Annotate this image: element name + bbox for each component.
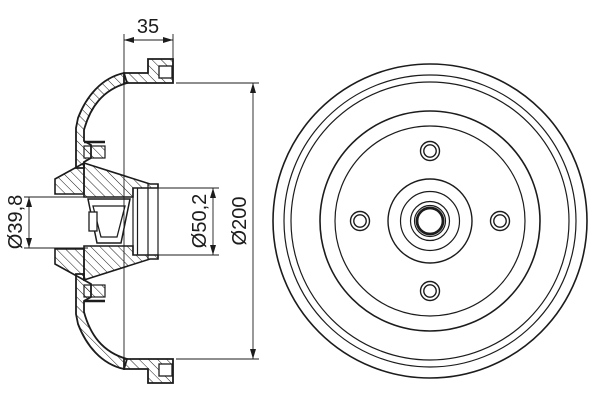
bolt-hole-outer <box>419 280 441 302</box>
front-view <box>272 63 588 379</box>
stud-boss-bottom <box>83 284 106 298</box>
dim-bearing-seat: Ø50,2 <box>158 187 219 256</box>
bolt-hole-inner <box>423 284 437 298</box>
section-view <box>54 34 174 384</box>
stud-boss-top <box>83 145 106 159</box>
backplate-section-top <box>75 71 129 169</box>
hub-body-top <box>83 161 159 198</box>
bolt-hole-outer <box>349 210 371 232</box>
drum-ring-3 <box>290 81 570 361</box>
dim-label-drum-inner: Ø200 <box>229 197 251 246</box>
bearing-cone-inner <box>92 205 126 238</box>
hub-sleeve-bottom <box>54 248 85 282</box>
bolt-hole-inner <box>353 214 367 228</box>
dim-label-rim-width: 35 <box>137 16 159 38</box>
hub-sleeve-top <box>54 161 85 195</box>
bearing-roller <box>88 211 98 232</box>
bolt-hole-inner <box>493 214 507 228</box>
dimensions: 35 Ø39,8 Ø50,2 Ø200 <box>5 16 259 360</box>
dim-rim-width: 35 <box>124 16 174 59</box>
hub-bore-thick-ring <box>415 206 445 236</box>
arrowhead-right <box>163 37 173 43</box>
arrowhead-down <box>210 245 216 255</box>
rim-notch-bottom <box>158 363 173 377</box>
hub-flange-circle <box>387 178 473 264</box>
backplate-section-bottom <box>75 273 129 371</box>
dim-hub-bore: Ø39,8 <box>5 195 88 249</box>
friction-surface-circle <box>334 125 526 317</box>
arrowhead-down <box>26 238 32 248</box>
dim-label-bearing-seat: Ø50,2 <box>189 194 211 248</box>
bolt-hole-outer <box>489 210 511 232</box>
drum-outer-circle <box>272 63 588 379</box>
bolt-hole-bottom <box>419 280 441 302</box>
arrowhead-up <box>26 197 32 207</box>
arrowhead-up <box>250 83 256 93</box>
arrowhead-left <box>124 37 134 43</box>
bolt-hole-left <box>349 210 371 232</box>
dim-label-hub-bore: Ø39,8 <box>5 195 27 249</box>
rim-notch-top <box>158 65 173 79</box>
hub-bore-outer <box>413 204 447 238</box>
arrowhead-down <box>250 349 256 359</box>
hub-body-bottom <box>83 245 159 282</box>
bolt-hole-right <box>489 210 511 232</box>
drum-inner-circle <box>319 110 541 332</box>
drum-ring-2 <box>283 74 577 368</box>
bolt-hole-outer <box>419 140 441 162</box>
hub-ring-2 <box>399 190 461 252</box>
bolt-hole-inner <box>423 144 437 158</box>
hub-ring-3 <box>409 200 451 242</box>
dim-drum-inner: Ø200 <box>176 82 259 360</box>
arrowhead-up <box>210 188 216 198</box>
bolt-hole-top <box>419 140 441 162</box>
